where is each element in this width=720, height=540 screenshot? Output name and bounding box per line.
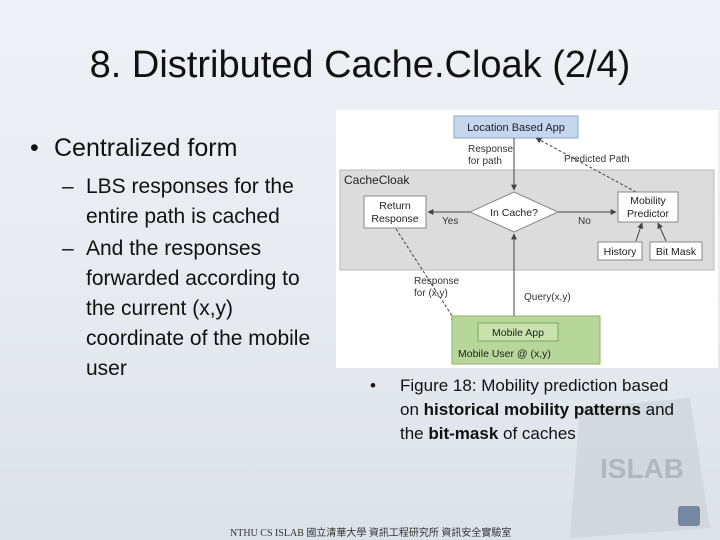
- return-response-label-2: Response: [371, 213, 418, 225]
- mobility-predictor-box: [617, 191, 679, 223]
- caption-text: Figure 18: Mobility prediction based on …: [400, 374, 680, 446]
- arrow-bitmask: [657, 222, 667, 242]
- islab-logo-watermark: ISLAB: [570, 398, 710, 538]
- return-response-box: [363, 195, 427, 229]
- arrow-history: [635, 222, 644, 242]
- in-cache-diamond: [468, 191, 560, 233]
- mobile-app-box: [477, 322, 559, 342]
- response-xy-label-2: for (x,y): [414, 288, 448, 299]
- query-label: Query(x,y): [524, 292, 571, 303]
- caption-bold-bitmask: bit-mask: [428, 424, 499, 443]
- bitmask-box: [649, 241, 703, 261]
- response-xy-label-1: Response: [414, 276, 459, 287]
- slide-title: 8. Distributed Cache.Cloak (2/4): [89, 44, 631, 86]
- mobility-label-2: Predictor: [627, 208, 670, 220]
- bullet-text: Centralized form: [54, 134, 238, 162]
- sub-bullet-text: LBS responses for the entire path is cac…: [86, 175, 294, 228]
- return-response-label-1: Return: [379, 200, 411, 212]
- history-label: History: [604, 246, 637, 258]
- cachecloak-label: CacheCloak: [344, 173, 410, 187]
- sub-bullet-dash: –: [62, 175, 74, 198]
- slide-footer: NTHU CS ISLAB 國立清華大學 資訊工程研究所 資訊安全實驗室: [230, 528, 512, 539]
- caption-part1: Figure 18: Mobility prediction based on: [400, 376, 669, 419]
- yes-label: Yes: [442, 216, 458, 227]
- bitmask-label: Bit Mask: [656, 246, 697, 258]
- logo-shape: [570, 398, 710, 538]
- lock-icon: [678, 506, 700, 526]
- cachecloak-diagram: CacheCloak Location Based App Response f…: [336, 110, 718, 368]
- logo-text: ISLAB: [600, 453, 684, 484]
- caption-part2: and the: [400, 400, 674, 443]
- caption-bullet-dot: •: [370, 376, 376, 395]
- bullet-dot: •: [30, 134, 39, 162]
- mobile-app-label: Mobile App: [492, 327, 544, 339]
- arrow-predicted-path: [535, 137, 637, 193]
- predicted-path-label: Predicted Path: [564, 154, 630, 165]
- response-path-label-1: Response: [468, 144, 513, 155]
- sub-bullet-text: And the responses forwarded according to…: [86, 237, 311, 380]
- arrow-response-xy: [395, 228, 457, 323]
- response-path-label-2: for path: [468, 156, 502, 167]
- sub-bullet-dash: –: [62, 237, 74, 260]
- in-cache-label: In Cache?: [490, 207, 538, 219]
- history-box: [597, 241, 643, 261]
- no-label: No: [578, 216, 591, 227]
- mobility-label-1: Mobility: [630, 195, 666, 207]
- caption-bold-historical: historical mobility patterns: [423, 400, 641, 419]
- location-app-box: [453, 115, 579, 139]
- mobile-user-label: Mobile User @ (x,y): [458, 348, 551, 360]
- caption-part3: of caches: [498, 424, 576, 443]
- location-app-label: Location Based App: [467, 122, 565, 134]
